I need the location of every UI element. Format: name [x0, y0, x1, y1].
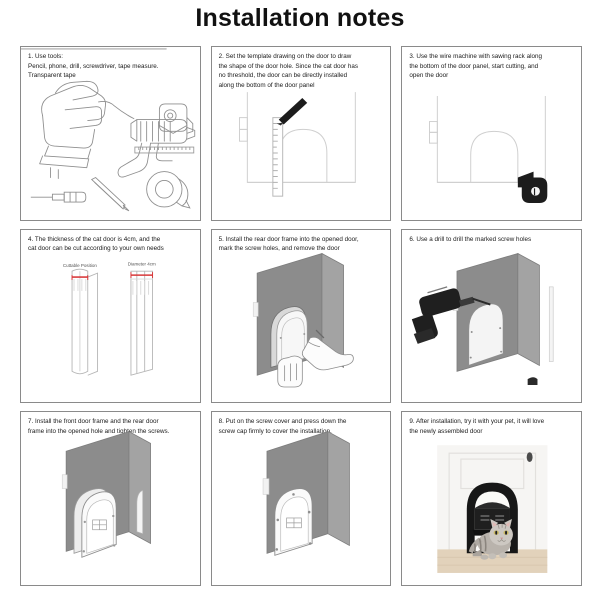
diameter-label: Diameter 4cm — [128, 261, 156, 266]
hinge-icon — [252, 301, 259, 317]
step-6-caption: 6. Use a drill to drill the marked screw… — [409, 235, 532, 243]
arch-outline — [470, 130, 519, 183]
arch-opening — [468, 303, 504, 366]
door-flap — [280, 496, 309, 553]
screw-caps — [82, 515, 116, 553]
hinge-icon — [238, 117, 248, 142]
arch-outline — [278, 128, 328, 183]
ruler-icon — [134, 146, 195, 154]
step-2-figure — [212, 47, 391, 220]
step-cell-1: 1. Use tools: Pencil, phone, drill, scre… — [20, 46, 201, 221]
door-knob — [527, 452, 533, 463]
tape-roll-icon — [146, 171, 191, 209]
step-6-figure — [402, 230, 581, 403]
step-cell-6: 6. Use a drill to drill the marked screw… — [401, 228, 582, 404]
spare-frame-piece — [136, 490, 144, 535]
step-1-caption: 1. Use tools: Pencil, phone, drill, scre… — [28, 53, 159, 80]
pencil-icon — [90, 176, 130, 212]
step-cell-7: 7. Install the front door frame and the … — [20, 411, 201, 586]
step-5-figure — [212, 230, 391, 403]
screw-part-icon — [527, 376, 538, 385]
cordless-drill-icon — [412, 285, 491, 344]
gray-panel-side — [517, 252, 541, 366]
step-cell-4: 4. The thickness of the cat door is 4cm,… — [20, 228, 201, 404]
gray-panel-side — [128, 431, 151, 545]
step-cell-3: 3. Use the wire machine with sawing rack… — [401, 46, 582, 221]
vent-slots — [480, 515, 505, 522]
step-cell-5: 5. Install the rear door frame into the … — [210, 228, 392, 404]
vertical-ruler-icon — [272, 117, 283, 197]
step-1-figure — [21, 47, 200, 220]
step-5-caption: 5. Install the rear door frame into the … — [218, 235, 359, 253]
step-9-caption: 9. After installation, try it with your … — [409, 418, 545, 435]
step-cell-2: 2. Set the template drawing on the door … — [210, 46, 392, 221]
step-3-caption: 3. Use the wire machine with sawing rack… — [409, 53, 542, 80]
tape-measure-icon-2 — [158, 103, 194, 134]
cuttable-position-marker — [71, 274, 89, 280]
screwdriver-icon — [30, 191, 87, 203]
gray-panel-side — [321, 252, 344, 368]
step-4-figure: Cuttable Position Diameter 4cm — [21, 230, 200, 403]
page-title: Installation notes — [195, 4, 405, 32]
step-cell-9: 9. After installation, try it with your … — [401, 411, 582, 586]
hinge-icon — [61, 474, 68, 490]
pencil-icon — [276, 97, 307, 126]
hinge-icon — [429, 121, 439, 144]
step-7-figure — [21, 412, 200, 585]
step-2-caption: 2. Set the template drawing on the door … — [218, 53, 358, 89]
glue-gun-icon — [117, 119, 196, 178]
tabby-cat — [469, 519, 514, 561]
step-cell-8: 8. Put on the screw cover and press down… — [210, 411, 392, 586]
cat-head — [489, 524, 514, 546]
gray-panel-side — [327, 431, 350, 547]
hinge-icon — [262, 478, 269, 496]
diameter-marker — [130, 271, 154, 278]
photo-cat-through-door — [437, 445, 548, 574]
steps-grid: 1. Use tools: Pencil, phone, drill, scre… — [20, 46, 582, 586]
jigsaw-tool-icon — [518, 171, 548, 204]
hand-holding-frame — [277, 355, 303, 388]
screw-caps — [275, 493, 312, 551]
jigsaw-icon — [39, 80, 135, 179]
step-7-caption: 7. Install the front door frame and the … — [28, 418, 170, 435]
door-panel — [437, 96, 547, 183]
flap-window — [92, 519, 107, 531]
frame-profile-left — [71, 268, 99, 376]
screw-hole-marks — [470, 326, 503, 359]
step-8-caption: 8. Put on the screw cover and press down… — [218, 418, 347, 435]
step-4-caption: 4. The thickness of the cat door is 4cm,… — [28, 235, 164, 253]
cuttable-position-label: Cuttable Position — [63, 263, 98, 268]
step-8-figure — [212, 412, 391, 585]
frame-rod — [549, 286, 554, 362]
step-3-figure — [402, 47, 581, 220]
door-flap — [86, 499, 114, 555]
frame-profile-right — [130, 270, 153, 376]
hand-with-pencil — [301, 329, 354, 370]
flap-window — [285, 517, 302, 529]
step-9-figure — [402, 412, 581, 585]
